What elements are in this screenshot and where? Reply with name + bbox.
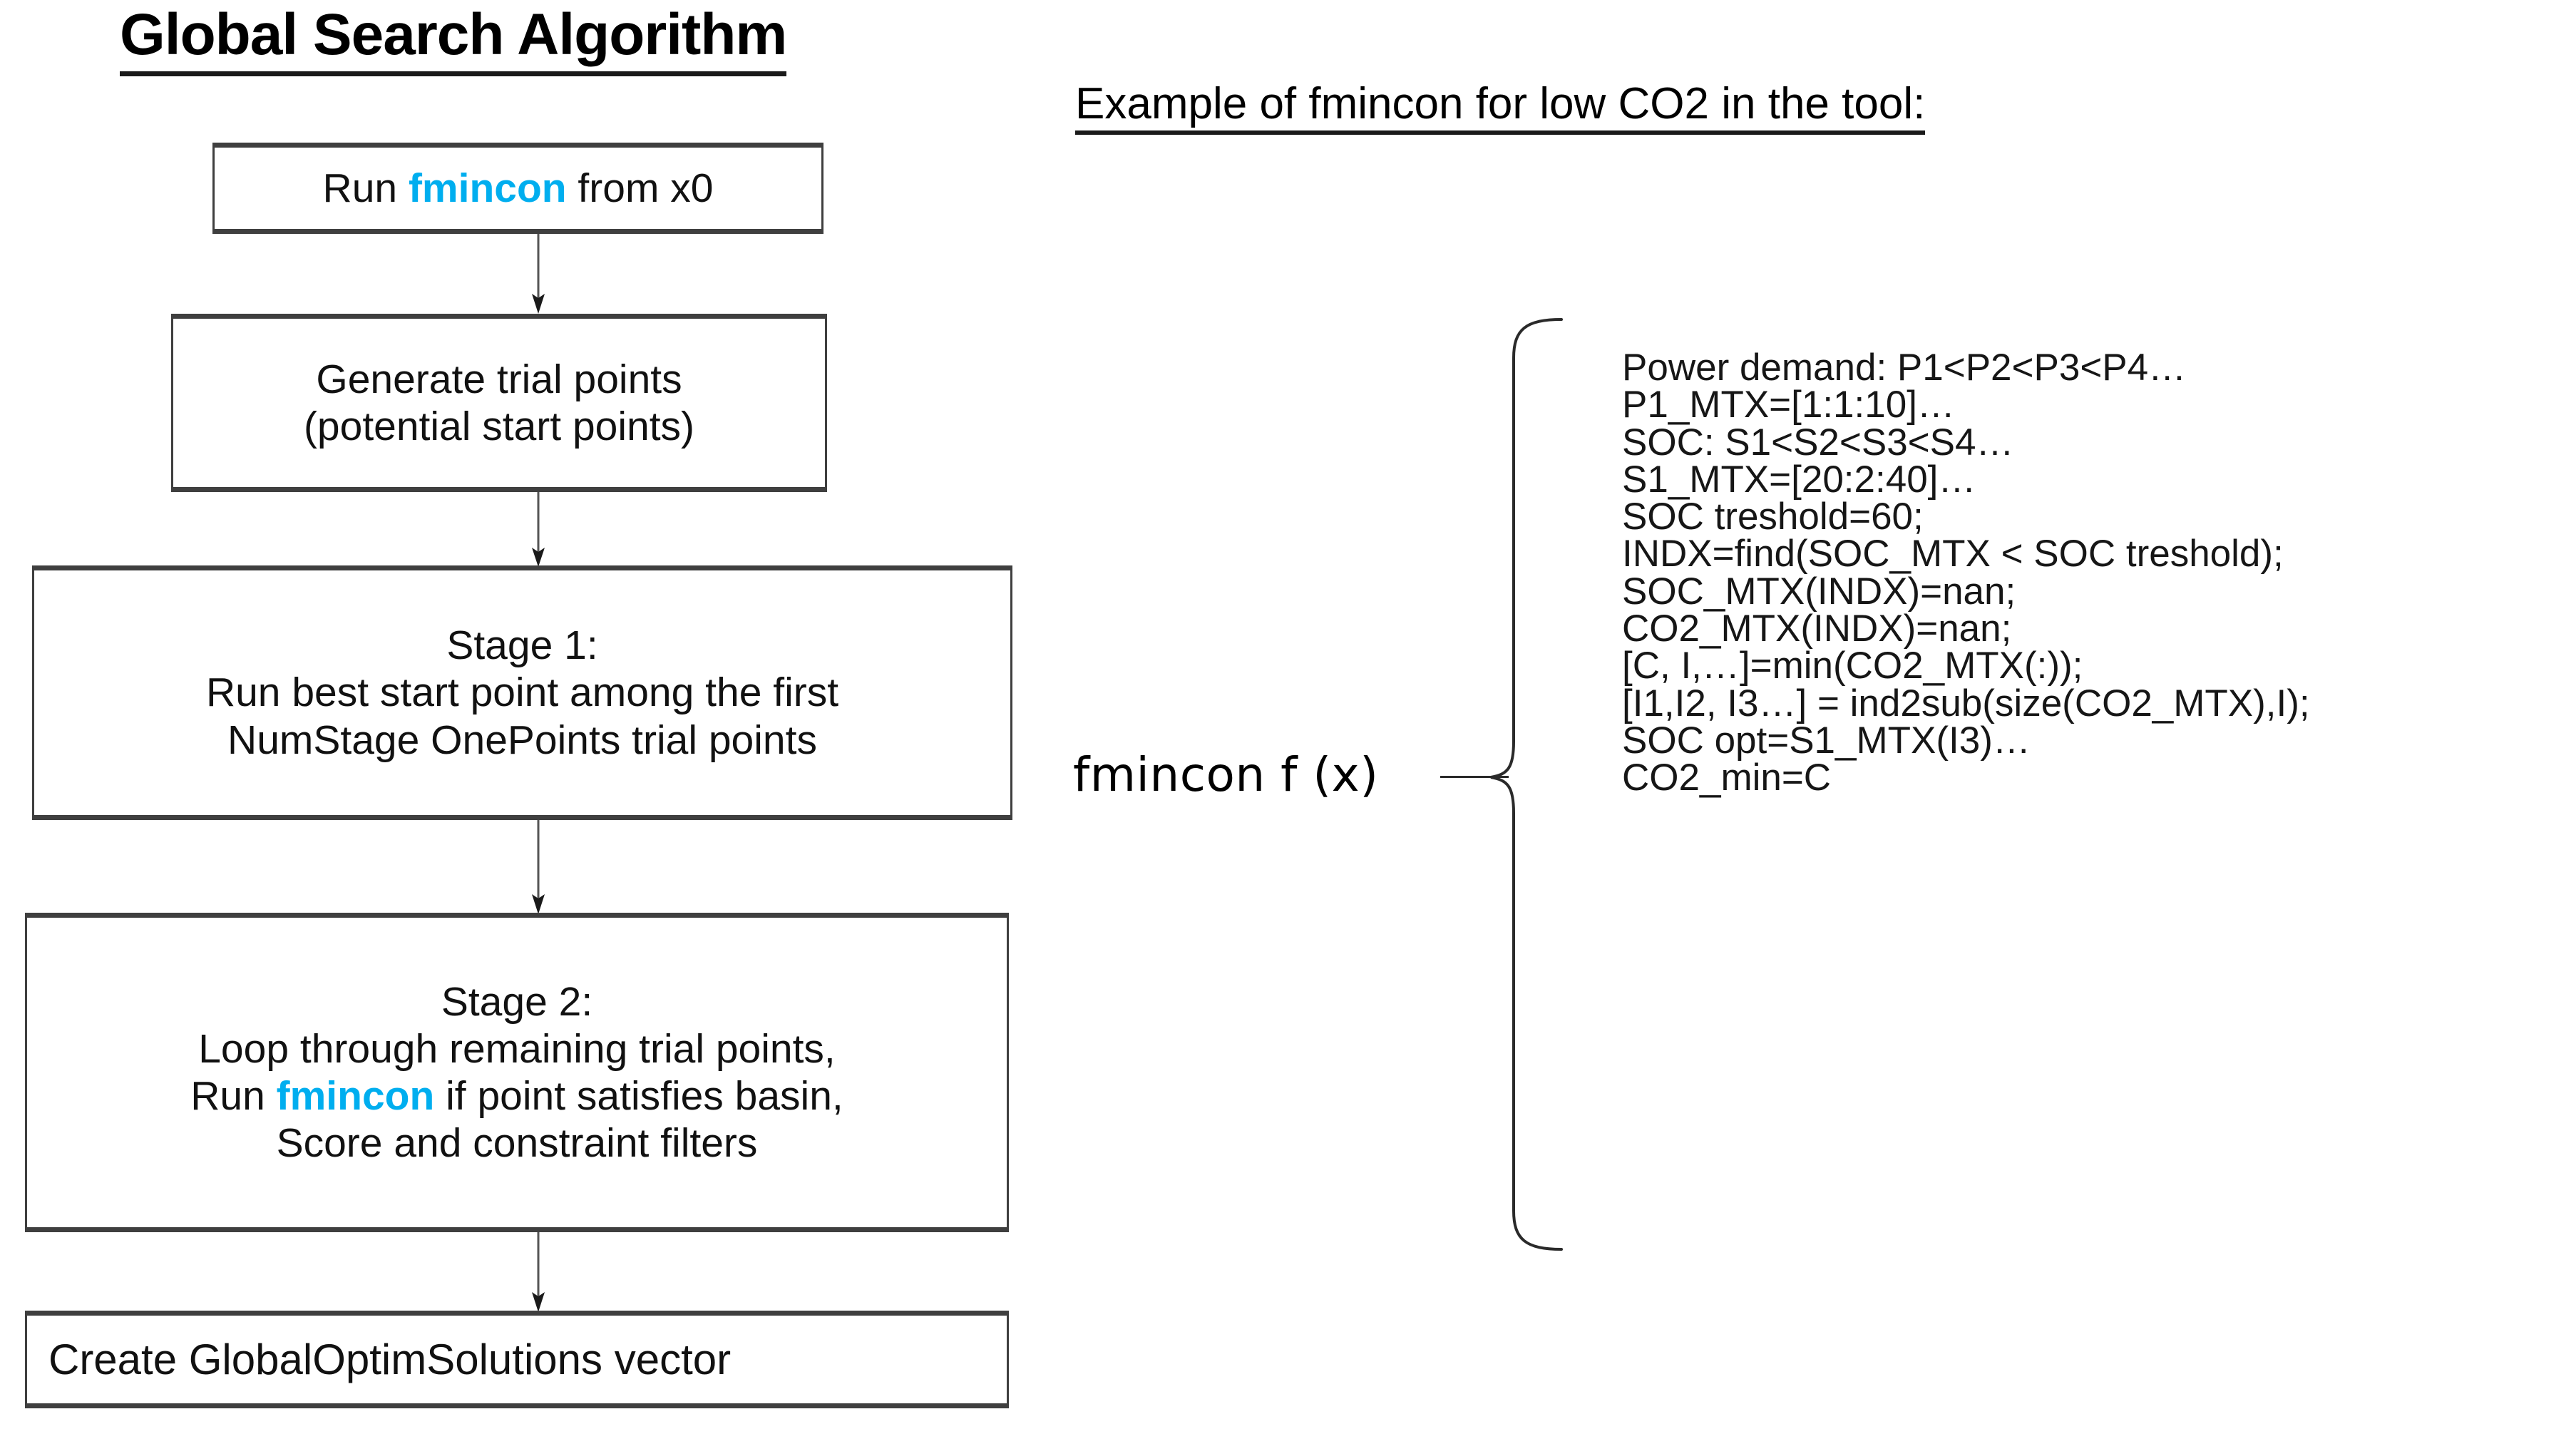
run-suffix-text: from x0 bbox=[566, 165, 714, 211]
code-line: P1_MTX=[1:1:10]… bbox=[1622, 384, 1955, 426]
stage-2-run-prefix: Run bbox=[190, 1073, 277, 1119]
stage-1-line-2: Run best start point among the first bbox=[205, 670, 839, 716]
flow-node-run-fmincon-label: Run fmincon from x0 bbox=[323, 165, 714, 212]
code-line: Power demand: P1<P2<P3<P4… bbox=[1622, 347, 2187, 389]
brace-leader-line bbox=[1440, 776, 1509, 778]
generate-line-1: Generate trial points bbox=[316, 356, 682, 402]
fmincon-keyword: fmincon bbox=[276, 1073, 435, 1119]
stage-1-heading: Stage 1: bbox=[446, 623, 598, 669]
stage-2-run-suffix: if point satisfies basin, bbox=[434, 1073, 843, 1119]
connector-arrow-2 bbox=[524, 492, 553, 567]
code-line: SOC opt=S1_MTX(I3)… bbox=[1622, 719, 2031, 762]
stage-2-line-4: Score and constraint filters bbox=[276, 1120, 758, 1167]
right-panel-title: Example of fmincon for low CO2 in the to… bbox=[1075, 78, 1926, 135]
flow-node-create-vector[interactable]: Create GlobalOptimSolutions vector bbox=[25, 1311, 1009, 1408]
connector-arrow-1 bbox=[524, 234, 553, 314]
code-line: SOC treshold=60; bbox=[1622, 496, 1924, 538]
connector-arrow-3 bbox=[524, 820, 553, 914]
flow-node-generate-trial-points[interactable]: Generate trial points (potential start p… bbox=[171, 314, 827, 492]
stage-1-line-3: NumStage OnePoints trial points bbox=[227, 717, 817, 763]
flow-node-stage-1[interactable]: Stage 1: Run best start point among the … bbox=[32, 565, 1012, 820]
code-listing: Power demand: P1<P2<P3<P4… P1_MTX=[1:1:1… bbox=[1622, 349, 2310, 797]
create-vector-label: Create GlobalOptimSolutions vector bbox=[48, 1335, 732, 1383]
flow-node-stage-2[interactable]: Stage 2: Loop through remaining trial po… bbox=[25, 913, 1009, 1232]
stage-2-line-2: Loop through remaining trial points, bbox=[198, 1025, 836, 1072]
code-line: CO2_min=C bbox=[1622, 757, 1832, 799]
run-prefix-text: Run bbox=[322, 165, 409, 211]
code-line: CO2_MTX(INDX)=nan; bbox=[1622, 608, 2012, 650]
code-line: SOC: S1<S2<S3<S4… bbox=[1622, 421, 2014, 463]
code-line: S1_MTX=[20:2:40]… bbox=[1622, 458, 1976, 501]
code-line: [I1,I2, I3…] = ind2sub(size(CO2_MTX),I); bbox=[1622, 682, 2310, 724]
fmincon-keyword: fmincon bbox=[408, 165, 567, 211]
code-line: SOC_MTX(INDX)=nan; bbox=[1622, 570, 2016, 613]
code-line: INDX=find(SOC_MTX < SOC treshold); bbox=[1622, 533, 2284, 575]
stage-2-heading: Stage 2: bbox=[441, 978, 593, 1025]
code-line: [C, I,…]=min(CO2_MTX(:)); bbox=[1622, 645, 2083, 687]
flow-node-run-fmincon[interactable]: Run fmincon from x0 bbox=[212, 143, 823, 234]
curly-brace-icon bbox=[1487, 314, 1565, 1255]
connector-arrow-4 bbox=[524, 1232, 553, 1312]
page-title: Global Search Algorithm bbox=[120, 1, 787, 77]
fmincon-function-label: fmincon f (x) bbox=[1073, 747, 1379, 802]
generate-line-2: (potential start points) bbox=[303, 404, 695, 449]
stage-2-line-3: Run fmincon if point satisfies basin, bbox=[190, 1072, 843, 1120]
